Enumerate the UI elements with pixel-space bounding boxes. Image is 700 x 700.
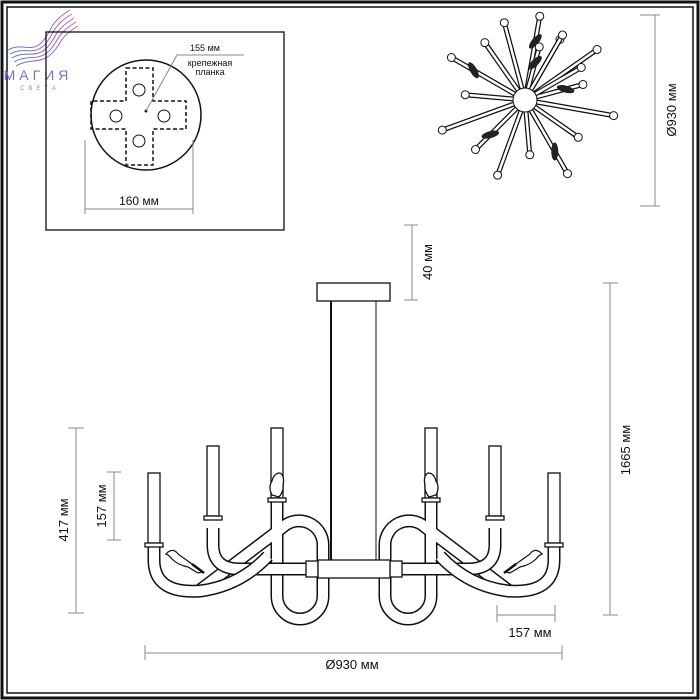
side-view <box>144 282 563 626</box>
plate-label-line1: крепежная <box>188 58 233 68</box>
total-height-line <box>603 282 618 616</box>
candle-height-label: 157 мм <box>94 484 109 527</box>
top-view-candle <box>535 11 545 21</box>
candle <box>147 472 161 544</box>
top-view-candle <box>525 150 535 160</box>
canopy-dimension-line <box>84 140 194 214</box>
logo-waves-icon <box>7 9 79 67</box>
mount-detail: 155 мм крепежная планка 160 мм <box>45 31 285 231</box>
screw-hole <box>109 109 123 123</box>
top-view-arm <box>524 98 614 117</box>
top-diameter-label: Ø930 мм <box>664 83 679 136</box>
arm-offset-line <box>496 605 556 622</box>
top-view-arm <box>523 99 569 175</box>
candle-ring <box>267 497 287 503</box>
canopy-circle <box>90 59 202 171</box>
arm-offset-label: 157 мм <box>508 625 551 640</box>
top-view-hub <box>512 87 538 113</box>
inner-frame <box>6 6 694 694</box>
diameter-label: Ø930 мм <box>325 657 378 672</box>
top-view-bird-icon <box>528 34 542 49</box>
top-view-candle <box>493 170 503 180</box>
logo-tagline: СВЕТА <box>20 86 60 92</box>
top-view-candle <box>471 144 481 154</box>
top-view-arm <box>496 99 527 176</box>
body-height-line <box>68 427 84 614</box>
top-view-arm <box>441 98 526 132</box>
top-view-arm <box>503 22 527 101</box>
top-view-candle <box>480 38 490 48</box>
bird-icon <box>164 549 206 575</box>
top-view-bird-icon <box>551 142 559 161</box>
top-view-candle <box>609 111 619 121</box>
bird-icon <box>269 472 285 498</box>
top-view-candle <box>437 125 447 135</box>
plate-dimension: 155 мм <box>190 43 220 53</box>
logo-name: МАГИЯ <box>4 67 73 83</box>
canopy-height-label: 40 мм <box>420 244 435 280</box>
diameter-line <box>144 645 563 660</box>
arms-left <box>144 427 330 626</box>
top-diameter-line <box>640 14 660 207</box>
inset-box <box>45 31 285 231</box>
top-view-candle <box>576 63 586 72</box>
leader-line <box>145 54 244 112</box>
top-view-candle <box>592 45 602 55</box>
candle-ring <box>203 515 223 521</box>
candle-height-line <box>107 471 121 541</box>
top-view-candle <box>446 53 456 62</box>
top-view-candle <box>558 30 567 40</box>
top-view-candle <box>499 18 509 28</box>
screw-hole <box>132 83 146 97</box>
top-view-candle <box>573 132 583 142</box>
central-hub <box>317 559 391 579</box>
screw-hole <box>157 109 171 123</box>
plate-label-line2: планка <box>195 67 224 77</box>
arms-right <box>385 428 563 619</box>
top-view-candle <box>578 79 588 89</box>
body-height-label: 417 мм <box>56 498 71 541</box>
top-view-bird-icon <box>556 85 575 94</box>
top-view-bird-icon <box>481 130 500 139</box>
canopy <box>316 282 391 302</box>
top-view-bird-icon <box>468 62 479 79</box>
top-view-arm <box>450 56 526 102</box>
candle <box>206 445 220 517</box>
top-view-bird-icon <box>528 55 542 70</box>
mounting-plate-outline <box>90 67 187 166</box>
total-height-label: 1665 мм <box>618 425 633 475</box>
top-view-candle <box>460 90 470 100</box>
top-view-candle <box>534 42 544 52</box>
screw-hole <box>132 134 146 148</box>
canopy-height-line <box>404 224 418 301</box>
top-view-candle <box>563 169 572 179</box>
canopy-diameter: 160 мм <box>119 194 159 208</box>
logo: МАГИЯ СВЕТА <box>4 9 79 92</box>
candle-ring <box>144 542 164 548</box>
top-view <box>437 11 619 180</box>
